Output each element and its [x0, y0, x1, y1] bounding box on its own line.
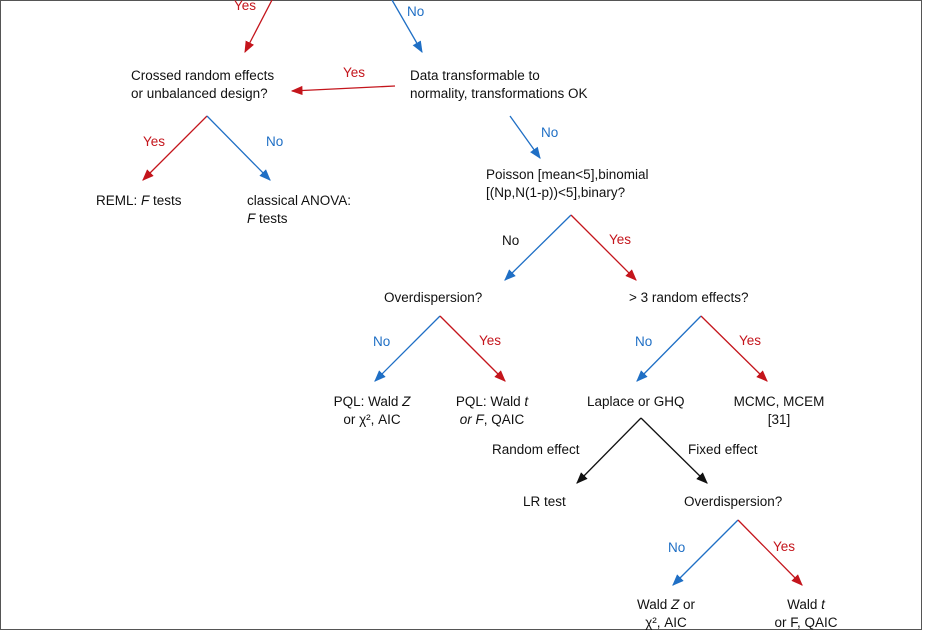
node-transform-line2: normality, transformations OK: [410, 86, 588, 101]
node-overdispersion-2: Overdispersion?: [684, 494, 783, 509]
node-more-than-3-random-effects: > 3 random effects?: [629, 290, 749, 305]
node-laplace-or-ghq: Laplace or GHQ: [587, 394, 685, 409]
node-crossed-line1: Crossed random effects: [131, 68, 275, 83]
wald-t-em: t: [821, 597, 825, 612]
anova-line2: F tests: [247, 210, 351, 228]
edge-re3-yes: [700, 315, 768, 382]
reml-pre: REML:: [96, 193, 142, 208]
edge-poisson-yes: [570, 214, 637, 281]
edge-top-yes: [244, 0, 273, 54]
edge-label-re3-yes: Yes: [739, 333, 762, 348]
node-lr-test: LR test: [523, 494, 566, 509]
edge-label-poisson-yes: Yes: [609, 232, 632, 247]
wald-t-line1: Wald t: [756, 596, 856, 614]
pql-z-line2: or χ², AIC: [343, 412, 401, 427]
anova-line1: classical ANOVA:: [247, 193, 352, 208]
edge-label-transform-yes: Yes: [343, 65, 366, 80]
edge-od1-yes: [439, 315, 506, 382]
node-reml-f-tests: REML: F tests: [96, 192, 182, 210]
node-transform-line1: Data transformable to: [410, 68, 540, 83]
node-poisson-binomial: Poisson [mean<5],binomial [(Np,N(1-p))<5…: [486, 166, 648, 202]
wald-z-em: Z: [671, 597, 680, 612]
edge-label-top-no: No: [407, 4, 425, 19]
pql-z-pre: PQL: Wald: [333, 394, 403, 409]
mcmc-line2: [31]: [767, 412, 791, 427]
edge-transform-no: [509, 115, 541, 159]
edge-od2-yes: [737, 519, 803, 586]
edge-label-od1-no: No: [373, 334, 391, 349]
node-data-transformable: Data transformable to normality, transfo…: [410, 67, 588, 103]
poisson-line2: [(Np,N(1-p))<5],binary?: [486, 185, 626, 200]
edge-crossed-no: [206, 115, 271, 181]
edge-label-laplace-random: Random effect: [492, 442, 580, 457]
pql-t-line1: PQL: Wald t: [440, 393, 544, 411]
wald-z-pre: Wald: [636, 597, 671, 612]
edge-laplace-fixed: [640, 417, 708, 484]
wald-t-line2: or F, QAIC: [774, 615, 838, 630]
edge-re3-no: [636, 315, 702, 382]
edge-top-no: [391, 0, 423, 54]
edge-label-top-yes: Yes: [234, 0, 257, 13]
pql-t-em: t: [524, 394, 529, 409]
node-classical-anova: classical ANOVA: F tests: [247, 192, 351, 228]
pql-z-line1: PQL: Wald Z: [318, 393, 426, 411]
edge-label-crossed-yes: Yes: [143, 134, 166, 149]
node-pql-wald-t: PQL: Wald t or F, QAIC: [440, 393, 544, 429]
anova-em: F: [247, 211, 256, 226]
edge-laplace-random: [576, 417, 642, 484]
edge-crossed-yes: [142, 115, 208, 181]
edge-od2-no: [672, 519, 739, 586]
pql-t-pre: PQL: Wald: [455, 394, 525, 409]
pql-t-em2: or F: [459, 412, 484, 427]
edge-od1-no: [374, 315, 441, 382]
poisson-line1: Poisson [mean<5],binomial: [486, 167, 649, 182]
edge-label-transform-no: No: [541, 125, 559, 140]
node-overdispersion-1: Overdispersion?: [384, 290, 483, 305]
reml-em: F: [141, 193, 150, 208]
reml-post: tests: [149, 193, 182, 208]
node-mcmc-mcem: MCMC, MCEM [31]: [722, 393, 836, 429]
pql-t-post2: , QAIC: [483, 412, 525, 427]
node-wald-t: Wald t or F, QAIC: [756, 596, 856, 632]
edge-label-od2-yes: Yes: [773, 539, 796, 554]
node-crossed-line2: or unbalanced design?: [131, 86, 268, 101]
edge-label-laplace-fixed: Fixed effect: [688, 442, 758, 457]
edge-label-poisson-no: No: [502, 233, 520, 248]
pql-t-line2: or F, QAIC: [440, 411, 544, 429]
wald-z-line2: χ², AIC: [645, 615, 687, 630]
node-crossed-random-effects: Crossed random effects or unbalanced des…: [131, 67, 274, 103]
edge-label-od1-yes: Yes: [479, 333, 502, 348]
anova-post: tests: [255, 211, 288, 226]
node-wald-z: Wald Z or χ², AIC: [616, 596, 716, 632]
wald-z-post: or: [679, 597, 696, 612]
edge-transform-yes: [290, 85, 396, 96]
edge-label-crossed-no: No: [266, 134, 284, 149]
edge-label-re3-no: No: [635, 334, 653, 349]
edge-label-od2-no: No: [668, 540, 686, 555]
node-pql-wald-z: PQL: Wald Z or χ², AIC: [318, 393, 426, 429]
mcmc-line1: MCMC, MCEM: [733, 394, 825, 409]
wald-t-pre: Wald: [787, 597, 822, 612]
pql-z-em: Z: [402, 394, 411, 409]
edge-poisson-no: [504, 214, 572, 281]
wald-z-line1: Wald Z or: [616, 596, 716, 614]
